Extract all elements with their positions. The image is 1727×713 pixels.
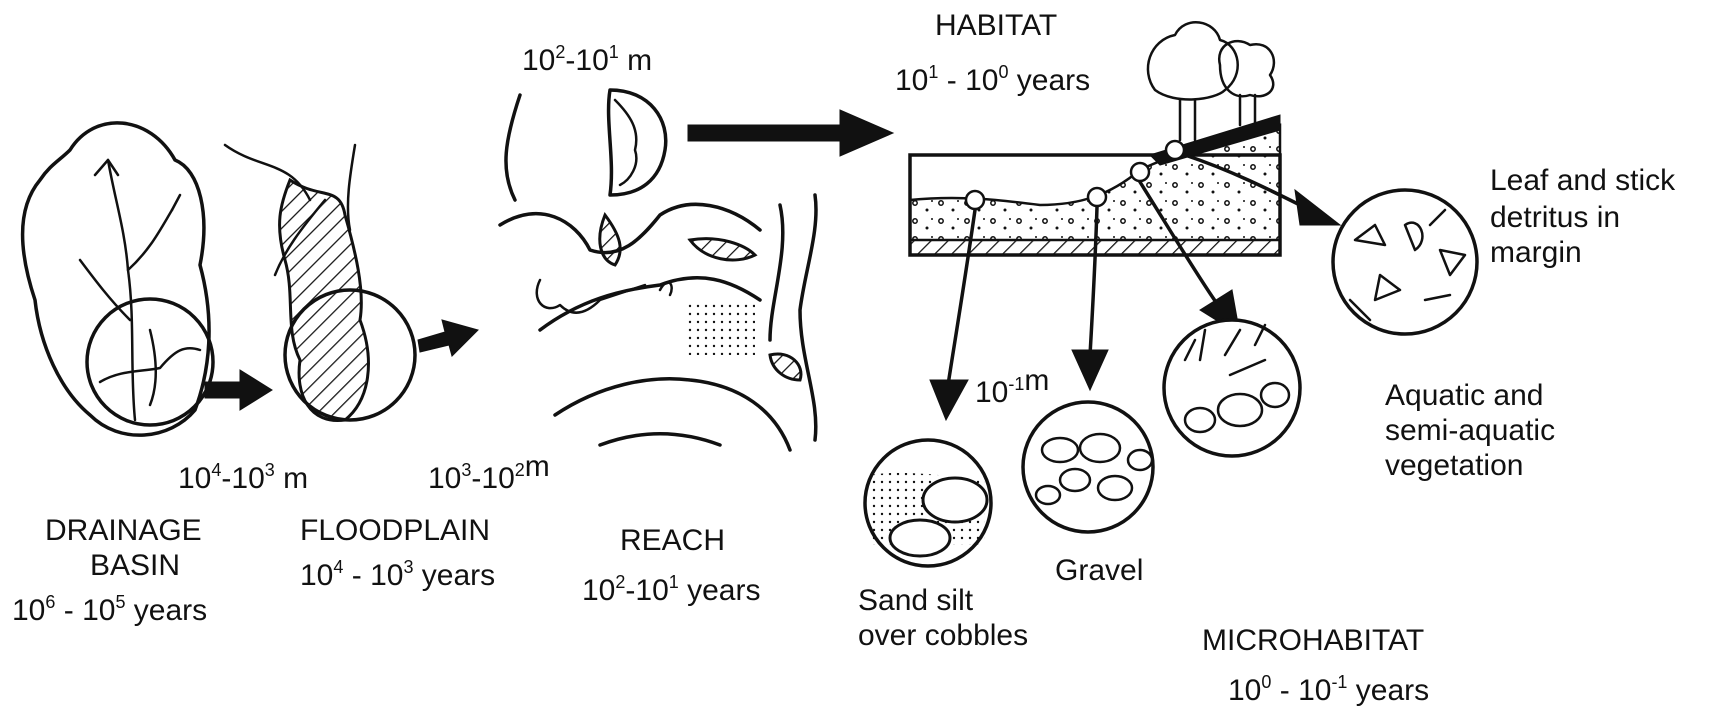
reach-spatial-scale: 102-101 m	[522, 42, 652, 77]
leaf-label-line2: detritus in	[1490, 201, 1620, 234]
drainage-name-line1: DRAINAGE	[45, 514, 202, 547]
micro-spatial-scale: 10-1m	[975, 364, 1049, 409]
veg-label-line1: Aquatic and	[1385, 379, 1543, 412]
veg-label-line3: vegetation	[1385, 449, 1523, 482]
habitat-name: HABITAT	[935, 9, 1057, 42]
habitat-trees	[1148, 22, 1274, 140]
drainage-basin-sketch	[23, 123, 214, 435]
basin-to-floodplain-arrow	[205, 370, 272, 410]
reach-sand-bar	[685, 300, 755, 355]
micro-leaf-detritus-circle	[1333, 190, 1477, 334]
habitat-timescale: 101 - 100 years	[895, 62, 1090, 97]
drainage-name-line2: BASIN	[90, 549, 180, 582]
floodplain-timescale: 104 - 103 years	[300, 557, 495, 592]
microhabitat-timescale: 100 - 10-1 years	[1228, 672, 1429, 707]
micro-gravel-circle	[1023, 402, 1153, 532]
basin-spatial-scale: 104-103 m	[178, 460, 308, 495]
reach-name: REACH	[620, 524, 725, 557]
reach-to-habitat-arrow	[688, 110, 893, 156]
sand-label-line1: Sand silt	[858, 584, 974, 617]
drainage-timescale: 106 - 105 years	[12, 592, 207, 627]
reach-sketch	[500, 90, 816, 450]
veg-label-line2: semi-aquatic	[1385, 414, 1555, 447]
sand-label-line2: over cobbles	[858, 619, 1028, 652]
floodplain-name: FLOODPLAIN	[300, 514, 490, 547]
microhabitat-name: MICROHABITAT	[1202, 624, 1424, 657]
micro-vegetation-circle	[1164, 320, 1300, 456]
floodplain-to-reach-arrow	[418, 320, 478, 356]
micro-sand-silt-circle	[865, 440, 991, 566]
gravel-label: Gravel	[1055, 554, 1143, 587]
floodplain-spatial-scale: 103-102m	[428, 450, 550, 495]
reach-timescale: 102-101 years	[582, 572, 760, 607]
leaf-label-line1: Leaf and stick	[1490, 164, 1676, 197]
leaf-label-line3: margin	[1490, 236, 1582, 269]
